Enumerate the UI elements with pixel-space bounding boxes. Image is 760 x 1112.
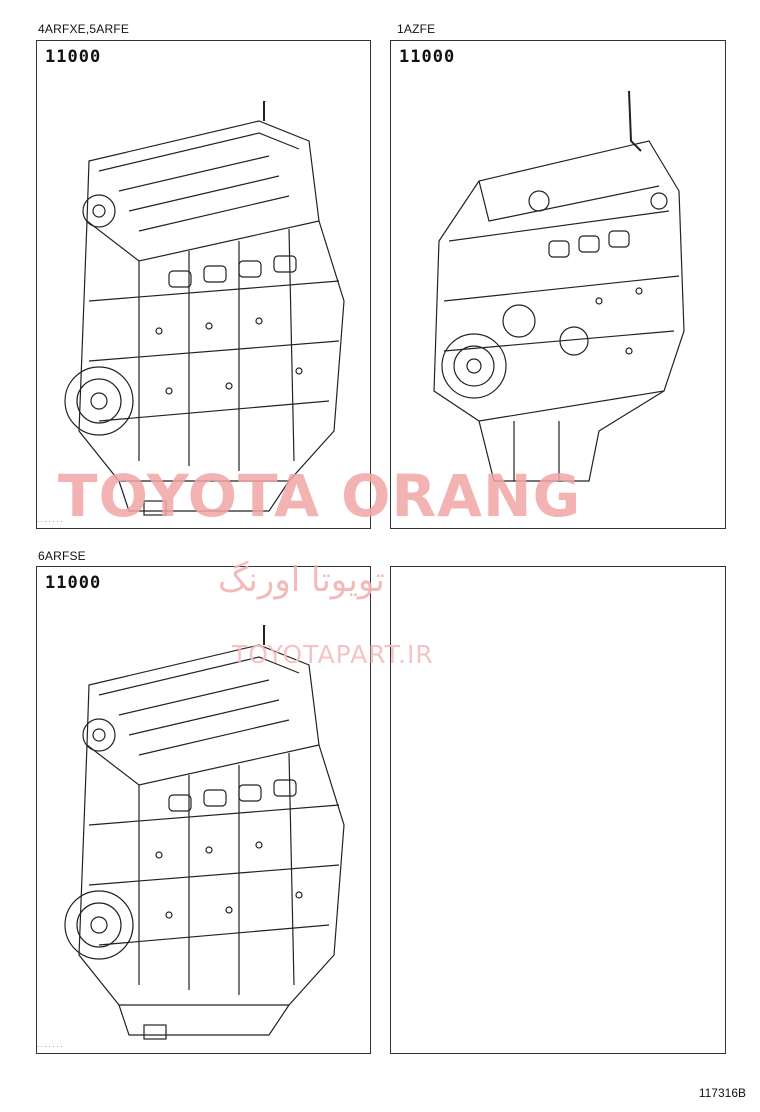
part-number-label[interactable]: 11000 [45,573,102,593]
watermark-persian: تویوتا اورنگ [218,560,385,600]
part-number-label[interactable]: 11000 [399,47,456,67]
watermark-english: TOYOTA ORANG [58,462,582,530]
engine-panel-1azfe[interactable]: 11000 [390,40,726,529]
panel-tick-marks: . . . . . . . [37,517,63,524]
engine-panel-6arfse[interactable]: 11000 . . . . . . . [36,566,371,1054]
engine-assembly-illustration[interactable] [419,91,709,511]
empty-panel [390,566,726,1054]
panel-tick-marks: . . . . . . . [37,1042,63,1049]
engine-assembly-illustration[interactable] [59,625,359,1045]
engine-panel-4arfxe-5arfe[interactable]: 11000 . . . . [36,40,371,529]
panel-label-1azfe: 1AZFE [397,22,436,36]
panel-label-4arfxe-5arfe: 4ARFXE,5ARFE [38,22,130,36]
panel-label-6arfse: 6ARFSE [38,549,86,563]
watermark-url: TOYOTAPART.IR [232,640,434,669]
illustration-code: 117316B [698,1086,746,1100]
part-number-label[interactable]: 11000 [45,47,102,67]
engine-assembly-illustration[interactable] [59,101,359,521]
